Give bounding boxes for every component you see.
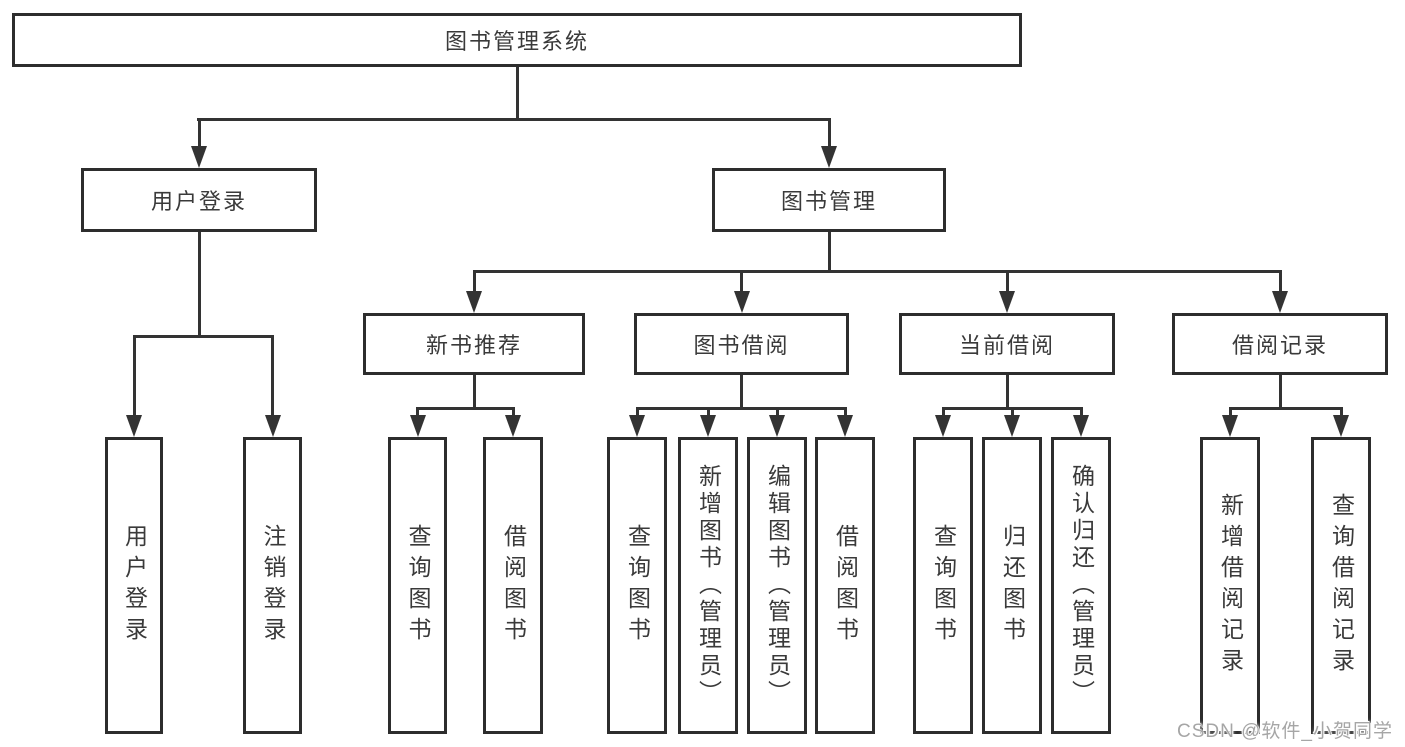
leaf-return-books: 归还图书 xyxy=(982,437,1042,734)
leaf-borrow-books-borrowing: 借阅图书 xyxy=(815,437,875,734)
connector-line xyxy=(827,232,831,270)
connector-line xyxy=(706,407,710,415)
connector-line xyxy=(1079,407,1083,415)
connector-line xyxy=(635,407,847,410)
arrow-down-icon xyxy=(769,415,785,437)
arrow-down-icon xyxy=(1333,415,1349,437)
arrow-down-icon xyxy=(191,146,207,168)
node-book-borrowing: 图书借阅 xyxy=(634,313,849,375)
leaf-label: 查询图书 xyxy=(624,523,651,648)
arrow-down-icon xyxy=(126,415,142,437)
node-label: 图书借阅 xyxy=(693,333,790,358)
connector-line xyxy=(740,270,743,291)
leaf-label: 用户登录 xyxy=(121,523,148,648)
node-label: 当前借阅 xyxy=(958,333,1055,358)
node-label: 新书推荐 xyxy=(425,333,522,358)
connector-line xyxy=(1278,270,1282,291)
arrow-down-icon xyxy=(935,415,951,437)
node-label: 图书管理系统 xyxy=(444,29,589,54)
arrow-down-icon xyxy=(821,146,837,168)
node-user-login: 用户登录 xyxy=(81,168,317,232)
connector-line xyxy=(775,407,779,415)
connector-line xyxy=(197,118,201,146)
arrow-down-icon xyxy=(264,415,281,437)
leaf-label: 借阅图书 xyxy=(500,523,527,648)
connector-line xyxy=(515,67,519,118)
connector-line xyxy=(511,407,515,415)
connector-line xyxy=(1278,375,1282,407)
leaf-query-books-borrowing: 查询图书 xyxy=(607,437,667,734)
connector-line xyxy=(197,118,831,121)
node-borrowing-records: 借阅记录 xyxy=(1172,313,1388,375)
leaf-add-borrow-record: 新增借阅记录 xyxy=(1200,437,1260,734)
leaf-query-borrow-record: 查询借阅记录 xyxy=(1311,437,1371,734)
arrow-down-icon xyxy=(1222,415,1238,437)
leaf-add-book-admin: 新增图书（管理员） xyxy=(678,437,738,734)
node-current-borrowing: 当前借阅 xyxy=(899,313,1115,375)
connector-line xyxy=(416,407,515,410)
arrow-down-icon xyxy=(733,291,750,313)
leaf-borrow-books-recommend: 借阅图书 xyxy=(483,437,543,734)
connector-line xyxy=(472,270,1282,273)
connector-line xyxy=(1228,407,1343,410)
leaf-confirm-return-admin: 确认归还（管理员） xyxy=(1051,437,1111,734)
arrow-down-icon xyxy=(466,291,482,313)
connector-line xyxy=(132,335,136,415)
connector-line xyxy=(827,118,831,146)
leaf-label: 新增借阅记录 xyxy=(1217,492,1244,679)
connector-line xyxy=(843,407,847,415)
connector-line xyxy=(132,335,274,338)
connector-line xyxy=(1010,407,1014,415)
arrow-down-icon xyxy=(1073,415,1089,437)
arrow-down-icon xyxy=(409,415,426,437)
leaf-user-login: 用户登录 xyxy=(105,437,163,734)
arrow-down-icon xyxy=(1272,291,1288,313)
connector-line xyxy=(472,375,476,407)
leaf-label: 查询图书 xyxy=(930,523,957,648)
leaf-label: 借阅图书 xyxy=(832,523,859,648)
connector-line xyxy=(941,407,945,415)
connector-line xyxy=(635,407,639,415)
leaf-label: 查询借阅记录 xyxy=(1328,492,1355,679)
watermark-text: CSDN @软件_小贺同学 xyxy=(1177,721,1393,742)
node-book-management: 图书管理 xyxy=(712,168,946,232)
node-new-book-recommendation: 新书推荐 xyxy=(363,313,585,375)
connector-line xyxy=(1339,407,1343,415)
connector-line xyxy=(1005,375,1009,407)
leaf-edit-book-admin: 编辑图书（管理员） xyxy=(747,437,807,734)
leaf-label: 新增图书（管理员） xyxy=(695,464,722,707)
arrow-down-icon xyxy=(629,415,645,437)
leaf-label: 确认归还（管理员） xyxy=(1068,464,1095,707)
connector-line xyxy=(1005,270,1009,291)
arrow-down-icon xyxy=(700,415,716,437)
connector-line xyxy=(740,375,743,407)
leaf-label: 编辑图书（管理员） xyxy=(764,464,791,707)
node-label: 用户登录 xyxy=(150,189,247,214)
connector-line xyxy=(1228,407,1232,415)
connector-line xyxy=(472,270,476,291)
connector-line xyxy=(416,407,419,415)
leaf-query-books-recommend: 查询图书 xyxy=(388,437,447,734)
leaf-label: 注销登录 xyxy=(260,523,286,648)
connector-line xyxy=(197,232,201,335)
connector-line xyxy=(271,335,274,415)
node-root-library-management-system: 图书管理系统 xyxy=(12,13,1022,67)
arrow-down-icon xyxy=(999,291,1015,313)
node-label: 图书管理 xyxy=(780,189,877,214)
node-label: 借阅记录 xyxy=(1231,333,1328,358)
leaf-logout: 注销登录 xyxy=(243,437,302,734)
leaf-query-books-current: 查询图书 xyxy=(913,437,973,734)
arrow-down-icon xyxy=(1004,415,1020,437)
leaf-label: 查询图书 xyxy=(405,523,431,648)
leaf-label: 归还图书 xyxy=(999,523,1026,648)
arrow-down-icon xyxy=(505,415,521,437)
arrow-down-icon xyxy=(837,415,853,437)
